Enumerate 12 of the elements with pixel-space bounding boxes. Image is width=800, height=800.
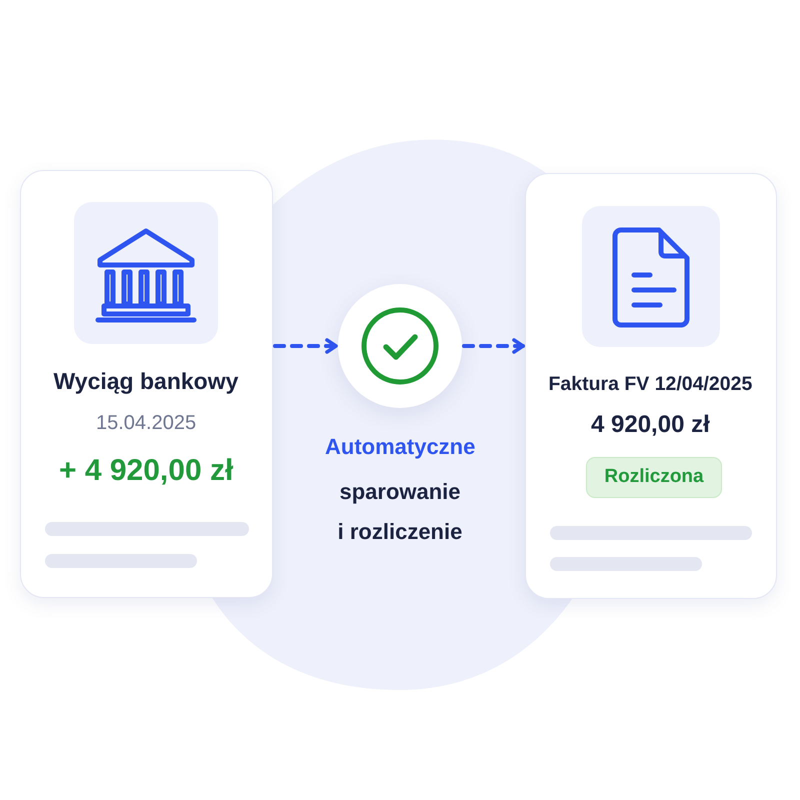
status-badge: Rozliczona — [586, 457, 722, 498]
card-title: Wyciąg bankowy — [54, 368, 238, 396]
card-title: Faktura FV 12/04/2025 — [548, 372, 752, 396]
date-text: 15.04.2025 — [96, 411, 196, 435]
amount-text: + 4 920,00 zł — [59, 453, 234, 489]
caption-heading: Automatyczne — [325, 433, 476, 461]
dashed-arrow — [273, 338, 338, 354]
amount-text: 4 920,00 zł — [591, 410, 710, 440]
caption-text: sparowanie i rozliczenie — [336, 478, 464, 546]
invoice-card — [525, 173, 777, 599]
dashed-arrow — [462, 338, 525, 354]
bank-statement-card — [20, 170, 273, 598]
